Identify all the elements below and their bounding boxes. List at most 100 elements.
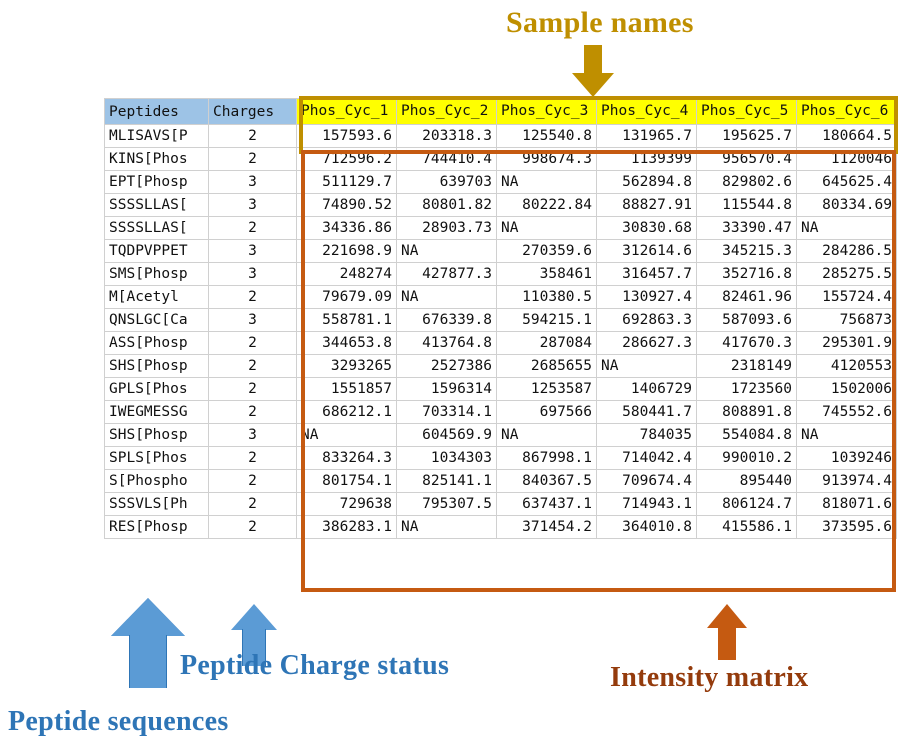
cell-intensity[interactable]: 203318.3 [396, 124, 497, 149]
cell-intensity[interactable]: 645625.4 [796, 170, 897, 195]
cell-intensity[interactable]: 825141.1 [396, 469, 497, 494]
cell-peptide[interactable]: SMS[Phosp [104, 262, 209, 287]
cell-intensity[interactable]: 28903.73 [396, 216, 497, 241]
cell-intensity[interactable]: 33390.47 [696, 216, 797, 241]
cell-intensity[interactable]: 358461 [496, 262, 597, 287]
cell-intensity[interactable]: 285275.5 [796, 262, 897, 287]
cell-intensity[interactable]: 714042.4 [596, 446, 697, 471]
cell-intensity[interactable]: 686212.1 [296, 400, 397, 425]
cell-intensity[interactable]: 352716.8 [696, 262, 797, 287]
cell-intensity[interactable]: 427877.3 [396, 262, 497, 287]
cell-intensity[interactable]: NA [296, 423, 397, 448]
cell-intensity[interactable]: 840367.5 [496, 469, 597, 494]
cell-intensity[interactable]: 697566 [496, 400, 597, 425]
cell-intensity[interactable]: 801754.1 [296, 469, 397, 494]
cell-intensity[interactable]: 413764.8 [396, 331, 497, 356]
cell-intensity[interactable]: NA [596, 354, 697, 379]
column-header-sample-3[interactable]: Phos_Cyc_3 [496, 97, 597, 126]
cell-peptide[interactable]: SSSVLS[Ph [104, 492, 209, 517]
cell-charge[interactable]: 3 [208, 170, 297, 195]
cell-peptide[interactable]: MLISAVS[P [104, 124, 209, 149]
cell-intensity[interactable]: 990010.2 [696, 446, 797, 471]
cell-intensity[interactable]: 316457.7 [596, 262, 697, 287]
cell-peptide[interactable]: S[Phospho [104, 469, 209, 494]
cell-peptide[interactable]: M[Acetyl [104, 285, 209, 310]
cell-intensity[interactable]: 895440 [696, 469, 797, 494]
cell-intensity[interactable]: NA [396, 285, 497, 310]
cell-intensity[interactable]: 30830.68 [596, 216, 697, 241]
cell-intensity[interactable]: 806124.7 [696, 492, 797, 517]
cell-intensity[interactable]: 745552.6 [796, 400, 897, 425]
cell-intensity[interactable]: 829802.6 [696, 170, 797, 195]
cell-intensity[interactable]: 1596314 [396, 377, 497, 402]
cell-peptide[interactable]: SHS[Phosp [104, 423, 209, 448]
cell-intensity[interactable]: 998674.3 [496, 147, 597, 172]
cell-intensity[interactable]: 562894.8 [596, 170, 697, 195]
column-header-sample-5[interactable]: Phos_Cyc_5 [696, 97, 797, 126]
cell-charge[interactable]: 3 [208, 262, 297, 287]
cell-intensity[interactable]: NA [796, 423, 897, 448]
cell-intensity[interactable]: 956570.4 [696, 147, 797, 172]
cell-intensity[interactable]: 4120553 [796, 354, 897, 379]
cell-intensity[interactable]: 115544.8 [696, 193, 797, 218]
cell-peptide[interactable]: QNSLGC[Ca [104, 308, 209, 333]
cell-intensity[interactable]: 554084.8 [696, 423, 797, 448]
cell-intensity[interactable]: 386283.1 [296, 515, 397, 540]
cell-intensity[interactable]: 415586.1 [696, 515, 797, 540]
cell-intensity[interactable]: 709674.4 [596, 469, 697, 494]
cell-intensity[interactable]: 286627.3 [596, 331, 697, 356]
cell-intensity[interactable]: 1120046 [796, 147, 897, 172]
cell-intensity[interactable]: 417670.3 [696, 331, 797, 356]
cell-intensity[interactable]: 80222.84 [496, 193, 597, 218]
cell-intensity[interactable]: 1039246 [796, 446, 897, 471]
cell-charge[interactable]: 2 [208, 216, 297, 241]
cell-intensity[interactable]: 79679.09 [296, 285, 397, 310]
cell-intensity[interactable]: 2527386 [396, 354, 497, 379]
cell-intensity[interactable]: NA [796, 216, 897, 241]
cell-intensity[interactable]: 703314.1 [396, 400, 497, 425]
cell-intensity[interactable]: 714943.1 [596, 492, 697, 517]
cell-intensity[interactable]: 344653.8 [296, 331, 397, 356]
cell-intensity[interactable]: 692863.3 [596, 308, 697, 333]
cell-intensity[interactable]: 580441.7 [596, 400, 697, 425]
cell-intensity[interactable]: 125540.8 [496, 124, 597, 149]
column-header-sample-1[interactable]: Phos_Cyc_1 [296, 97, 397, 126]
cell-intensity[interactable]: NA [396, 515, 497, 540]
cell-intensity[interactable]: 818071.6 [796, 492, 897, 517]
cell-charge[interactable]: 2 [208, 469, 297, 494]
cell-peptide[interactable]: SSSSLLAS[ [104, 216, 209, 241]
cell-peptide[interactable]: SSSSLLAS[ [104, 193, 209, 218]
cell-intensity[interactable]: NA [396, 239, 497, 264]
cell-charge[interactable]: 2 [208, 354, 297, 379]
cell-intensity[interactable]: 1502006 [796, 377, 897, 402]
cell-peptide[interactable]: EPT[Phosp [104, 170, 209, 195]
cell-intensity[interactable]: 2318149 [696, 354, 797, 379]
cell-peptide[interactable]: TQDPVPPET [104, 239, 209, 264]
cell-intensity[interactable]: 88827.91 [596, 193, 697, 218]
cell-charge[interactable]: 2 [208, 446, 297, 471]
cell-peptide[interactable]: IWEGMESSG [104, 400, 209, 425]
cell-charge[interactable]: 3 [208, 193, 297, 218]
cell-intensity[interactable]: 248274 [296, 262, 397, 287]
cell-intensity[interactable]: 82461.96 [696, 285, 797, 310]
cell-intensity[interactable]: 364010.8 [596, 515, 697, 540]
cell-peptide[interactable]: ASS[Phosp [104, 331, 209, 356]
cell-intensity[interactable]: NA [496, 423, 597, 448]
cell-charge[interactable]: 2 [208, 515, 297, 540]
cell-charge[interactable]: 2 [208, 147, 297, 172]
cell-intensity[interactable]: 729638 [296, 492, 397, 517]
column-header-sample-2[interactable]: Phos_Cyc_2 [396, 97, 497, 126]
